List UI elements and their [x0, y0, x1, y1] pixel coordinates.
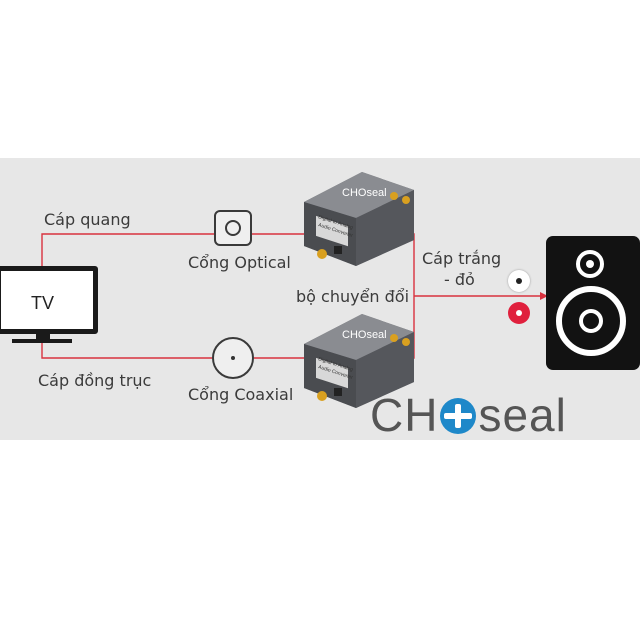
label-port-optical: Cổng Optical [188, 253, 291, 272]
brand-o-icon [440, 398, 477, 434]
label-cable-rca-2: - đỏ [444, 270, 475, 289]
rca-red-core [516, 310, 522, 316]
speaker-woofer [556, 286, 626, 356]
rca-white-connector [508, 270, 530, 292]
optical-port-inner [225, 220, 241, 236]
rca-white-core [516, 278, 522, 284]
tv-icon: TV [0, 266, 98, 334]
rca-red-connector [508, 302, 530, 324]
label-port-coax: Cổng Coaxial [188, 385, 294, 404]
tv-neck [36, 334, 50, 340]
diagram-panel: TV Cáp quang Cổng Optical Cáp đồng trục … [0, 158, 640, 440]
speaker-icon [546, 236, 640, 370]
coaxial-port-center [231, 356, 235, 360]
converter-device-bottom: CHOseal Digital to Analog Audio Converte… [304, 314, 414, 408]
arrow-head [540, 292, 548, 300]
brand-suffix: seal [478, 389, 567, 440]
label-cable-coax: Cáp đồng trục [38, 371, 152, 390]
coaxial-port-icon [212, 337, 254, 379]
label-cable-optical: Cáp quang [44, 210, 131, 229]
converter-device-top: CHOseal Digital to Analog Audio Converte… [304, 172, 414, 266]
converter-top-brand: CHOseal [342, 187, 387, 199]
optical-port-icon [214, 210, 252, 246]
tv-label: TV [31, 293, 55, 313]
converter-bottom-brand: CHOseal [342, 329, 387, 341]
label-cable-rca: Cáp trắng [422, 249, 502, 268]
brand-logo: CH seal [370, 392, 567, 438]
brand-prefix: CH [370, 389, 439, 440]
label-converter: bộ chuyển đổi [296, 287, 410, 306]
speaker-tweeter [576, 250, 604, 278]
tv-stand [12, 339, 72, 343]
